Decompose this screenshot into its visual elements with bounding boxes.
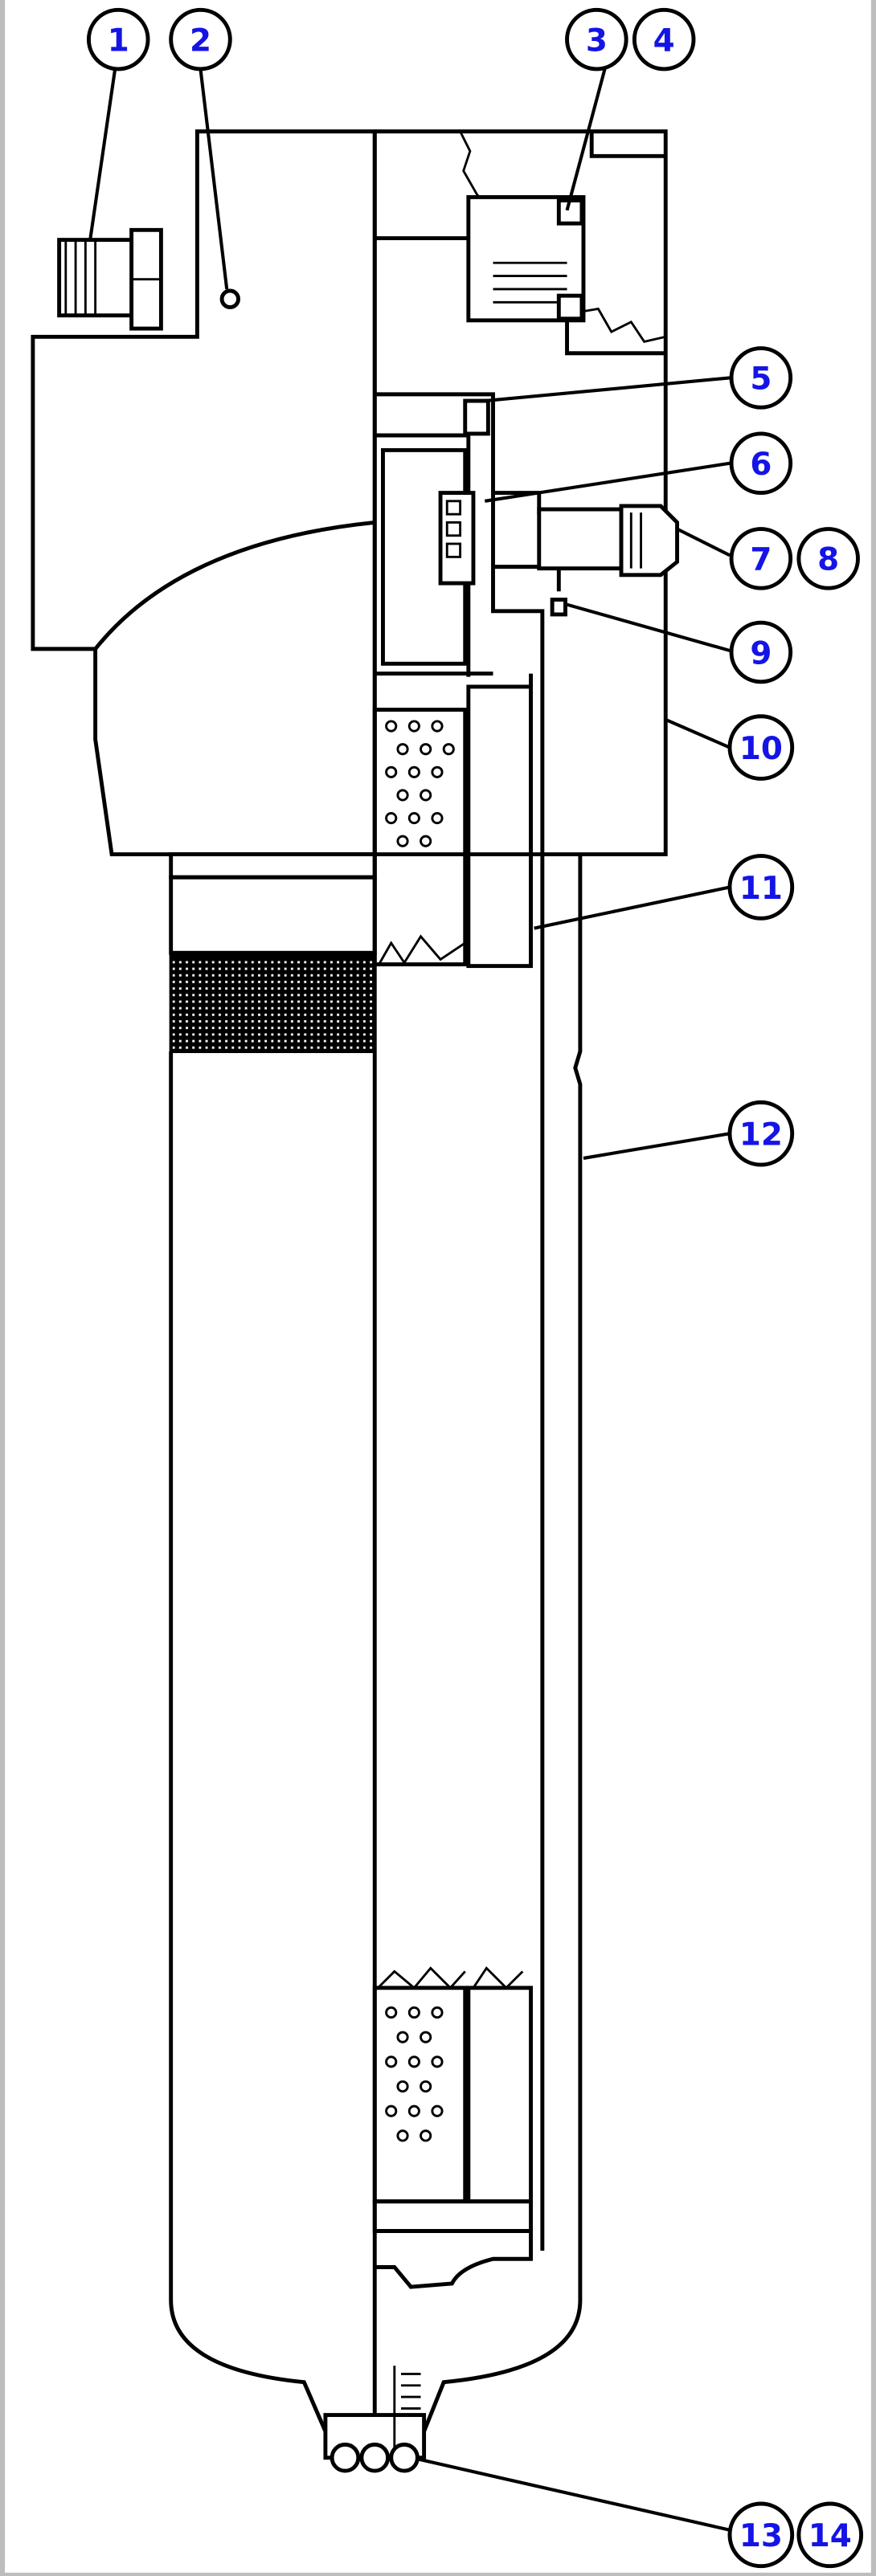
callout-7-label: 7 xyxy=(750,542,772,578)
filter-bowl xyxy=(169,131,583,2473)
callout-11-label: 11 xyxy=(739,871,783,907)
callout-6-label: 6 xyxy=(750,447,772,483)
callout-14: 14 xyxy=(796,2501,864,2569)
callout-11: 11 xyxy=(727,854,795,921)
callout-9-label: 9 xyxy=(750,635,772,672)
indicator-part xyxy=(466,194,586,323)
callout-12: 12 xyxy=(727,1100,795,1167)
callout-10: 10 xyxy=(727,714,795,781)
callout-3: 3 xyxy=(565,7,628,71)
callout-13: 13 xyxy=(727,2501,795,2569)
element-perforations-top xyxy=(385,720,455,847)
callout-8: 8 xyxy=(796,527,860,590)
callout-1: 1 xyxy=(86,7,150,71)
callout-14-label: 14 xyxy=(808,2518,852,2554)
callout-4: 4 xyxy=(632,7,696,71)
callout-13-label: 13 xyxy=(739,2518,783,2554)
drain-plug xyxy=(323,2366,427,2473)
leader-10 xyxy=(665,717,731,749)
callout-5: 5 xyxy=(729,346,793,410)
callout-12-label: 12 xyxy=(739,1117,783,1153)
leader-1 xyxy=(88,68,117,239)
callout-9: 9 xyxy=(729,620,793,684)
callout-2-label: 2 xyxy=(190,22,211,59)
leader-7-8 xyxy=(676,527,731,557)
leader-9 xyxy=(566,602,731,652)
inlet-fitting xyxy=(57,227,240,331)
callout-4-label: 4 xyxy=(653,22,675,59)
callout-1-label: 1 xyxy=(108,22,129,59)
leader-6 xyxy=(484,461,731,503)
leader-12 xyxy=(583,1132,731,1160)
leader-13-14 xyxy=(419,2457,731,2532)
callout-8-label: 8 xyxy=(817,542,839,578)
leader-11 xyxy=(534,885,731,930)
callout-2: 2 xyxy=(169,7,232,71)
side-plug xyxy=(537,504,680,578)
leader-3-4 xyxy=(565,68,607,211)
callout-10-label: 10 xyxy=(739,731,783,767)
leader-5 xyxy=(485,376,731,403)
element-perforations-bottom xyxy=(385,2006,444,2142)
leader-lines xyxy=(88,68,731,2532)
callout-3-label: 3 xyxy=(586,22,608,59)
callout-5-label: 5 xyxy=(750,361,772,398)
leader-2 xyxy=(199,68,229,290)
callout-6: 6 xyxy=(729,431,793,496)
callout-7: 7 xyxy=(729,527,793,590)
